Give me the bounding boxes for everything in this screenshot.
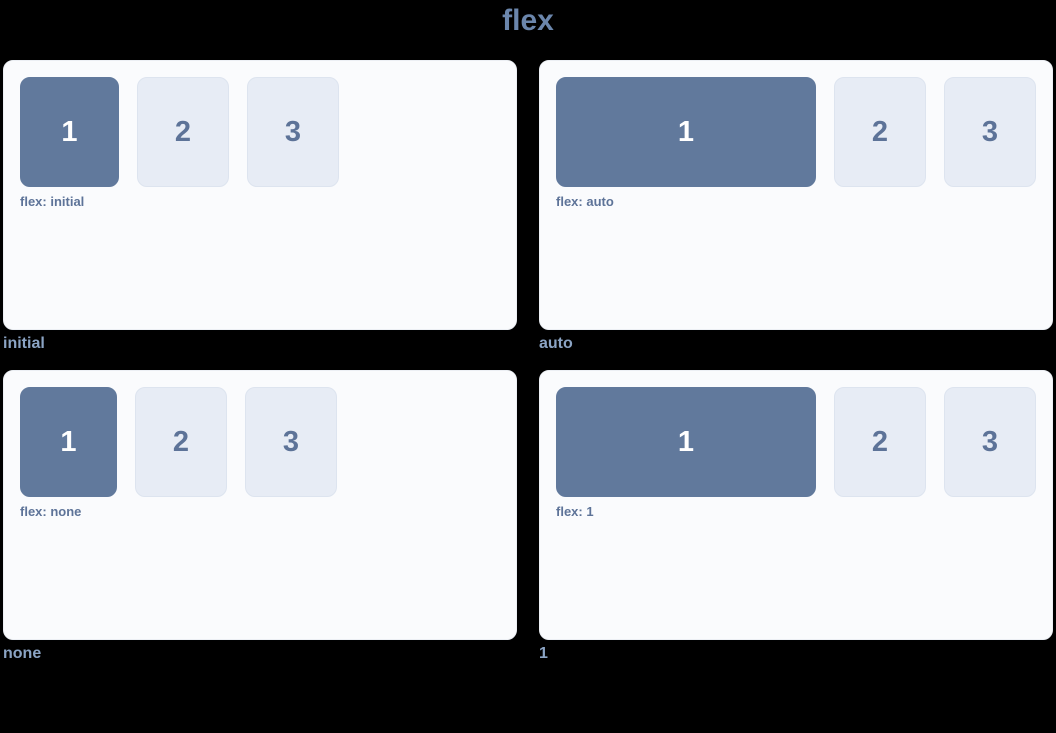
flex-row-none: 1 2 3 (20, 387, 500, 497)
flex-item-3: 3 (944, 387, 1036, 497)
flex-item-label: 3 (981, 425, 999, 458)
flex-demo-none: 1 2 3 flex: none none (3, 370, 517, 662)
flex-item-label: 2 (871, 425, 889, 458)
flex-container-none: 1 2 3 flex: none (3, 370, 517, 640)
flex-item-3: 3 (944, 77, 1036, 187)
flex-item-2: 2 (834, 387, 926, 497)
flex-property-label: flex: none (20, 504, 82, 519)
flex-demo-one: 1 2 3 flex: 1 1 (539, 370, 1053, 662)
page-title: flex (502, 4, 554, 37)
flex-container-auto: 1 2 3 flex: auto (539, 60, 1053, 330)
flex-item-3: 3 (245, 387, 337, 497)
flex-item-label: 2 (172, 425, 190, 458)
flex-item-label: 3 (282, 425, 300, 458)
flex-demo-caption: 1 (539, 645, 548, 662)
flex-demo-caption: auto (539, 335, 573, 352)
flex-item-label: 1 (677, 425, 695, 458)
flex-item-2: 2 (135, 387, 227, 497)
flex-item-label: 3 (284, 115, 302, 148)
flex-row-auto: 1 2 3 (556, 77, 1036, 187)
flex-item-3: 3 (247, 77, 339, 187)
flex-item-1: 1 (556, 77, 816, 187)
flex-demo-auto: 1 2 3 flex: auto auto (539, 60, 1053, 352)
flex-item-1: 1 (20, 387, 117, 497)
flex-item-1: 1 (20, 77, 119, 187)
flex-container-initial: 1 2 3 flex: initial (3, 60, 517, 330)
flex-container-one: 1 2 3 flex: 1 (539, 370, 1053, 640)
flex-demo-grid: 1 2 3 flex: initial initial 1 (3, 60, 1053, 662)
flex-item-label: 1 (677, 115, 695, 148)
flex-item-2: 2 (137, 77, 229, 187)
flex-property-label: flex: 1 (556, 504, 594, 519)
flex-demo-initial: 1 2 3 flex: initial initial (3, 60, 517, 352)
flex-item-label: 2 (174, 115, 192, 148)
flex-property-label: flex: auto (556, 194, 614, 209)
flex-item-label: 3 (981, 115, 999, 148)
flex-item-1: 1 (556, 387, 816, 497)
flex-property-label: flex: initial (20, 194, 85, 209)
flex-item-label: 2 (871, 115, 889, 148)
flex-item-2: 2 (834, 77, 926, 187)
flex-item-label: 1 (61, 115, 78, 148)
flex-row-initial: 1 2 3 (20, 77, 500, 187)
flex-demo-caption: initial (3, 335, 45, 352)
flex-demo-caption: none (3, 645, 42, 662)
flex-row-one: 1 2 3 (556, 387, 1036, 497)
flex-item-label: 1 (60, 425, 77, 458)
